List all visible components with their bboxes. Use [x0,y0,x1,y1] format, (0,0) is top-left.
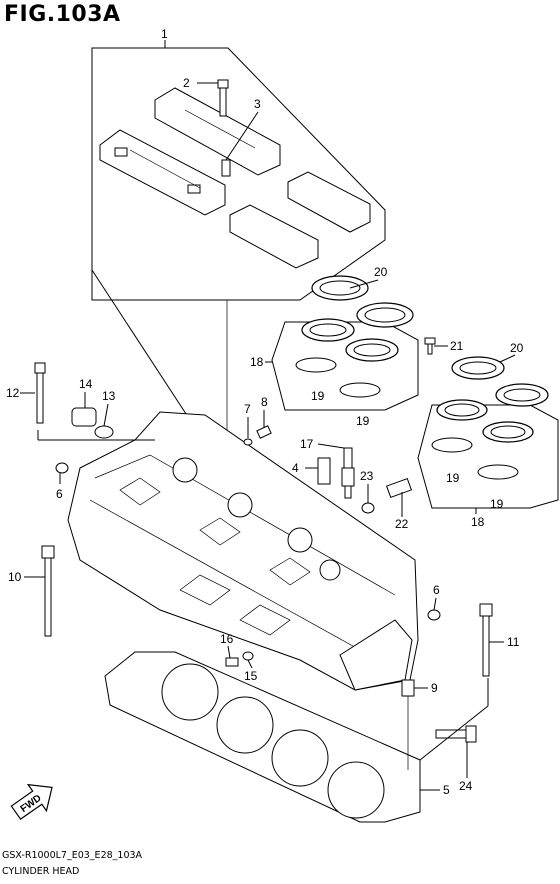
gasket-23 [361,502,375,514]
callout-23: 23 [360,469,374,483]
dowel-3 [221,159,231,177]
bolt-2 [217,79,229,117]
callout-13: 13 [102,389,116,403]
sleeve-4 [317,457,331,485]
cam-caps [99,87,371,269]
callout-18-bottom: 18 [471,515,485,529]
callout-numbers: 1 2 3 20 21 20 18 19 19 12 14 13 7 8 17 … [6,27,524,797]
bolt-12 [34,362,46,424]
head-gasket [104,651,421,823]
callout-16: 16 [220,632,234,646]
leader-lines [20,40,516,791]
callout-5: 5 [443,783,450,797]
callout-14: 14 [79,377,93,391]
callout-12: 12 [6,386,20,400]
plug-6-left [55,462,69,474]
dowel-9 [401,679,415,697]
callout-4: 4 [292,461,299,475]
callout-2: 2 [183,76,190,90]
figure-name: CYLINDER HEAD [2,866,80,877]
callout-7: 7 [244,402,251,416]
callout-6-left: 6 [56,487,63,501]
callout-15: 15 [244,669,258,683]
callout-9: 9 [431,681,438,695]
callout-8: 8 [261,395,268,409]
callout-10: 10 [8,570,22,584]
callout-20-top: 20 [374,265,388,279]
callout-19-c: 19 [446,471,460,485]
ring-7 [243,438,253,446]
intake-boots-bottom [431,356,549,480]
callout-24: 24 [459,779,473,793]
cylinder-head-body [67,411,419,691]
callout-21: 21 [450,339,464,353]
callout-19-b: 19 [356,414,370,428]
bolt-10 [41,545,55,637]
callout-20-right: 20 [510,341,524,355]
plug-6-right [427,609,441,621]
callout-19-a: 19 [311,389,325,403]
intake-boots-top [295,275,414,398]
fwd-arrow: FWD [10,783,53,821]
plug-14 [71,407,97,427]
callout-17: 17 [300,437,314,451]
figure-code: GSX-R1000L7_E03_E28_103A [2,850,143,861]
callout-1: 1 [161,27,168,41]
cam-cap-group-outline [91,47,386,480]
gasket-13 [94,425,114,439]
callout-22: 22 [395,517,409,531]
bolt-11 [479,603,493,677]
spark-plug-17 [341,447,355,499]
callout-18-top: 18 [250,355,264,369]
callout-3: 3 [254,97,261,111]
intake-boot-group-bottom [417,404,559,509]
callout-6-right: 6 [433,583,440,597]
plug-8 [256,425,272,439]
callout-19-d: 19 [490,497,504,511]
bolt-16 [225,651,254,667]
figure-title: FIG.103A [4,2,121,27]
callout-11: 11 [507,635,520,649]
bolt-24 [435,725,477,743]
sensor-22 [385,477,413,499]
screw-21 [424,337,436,355]
